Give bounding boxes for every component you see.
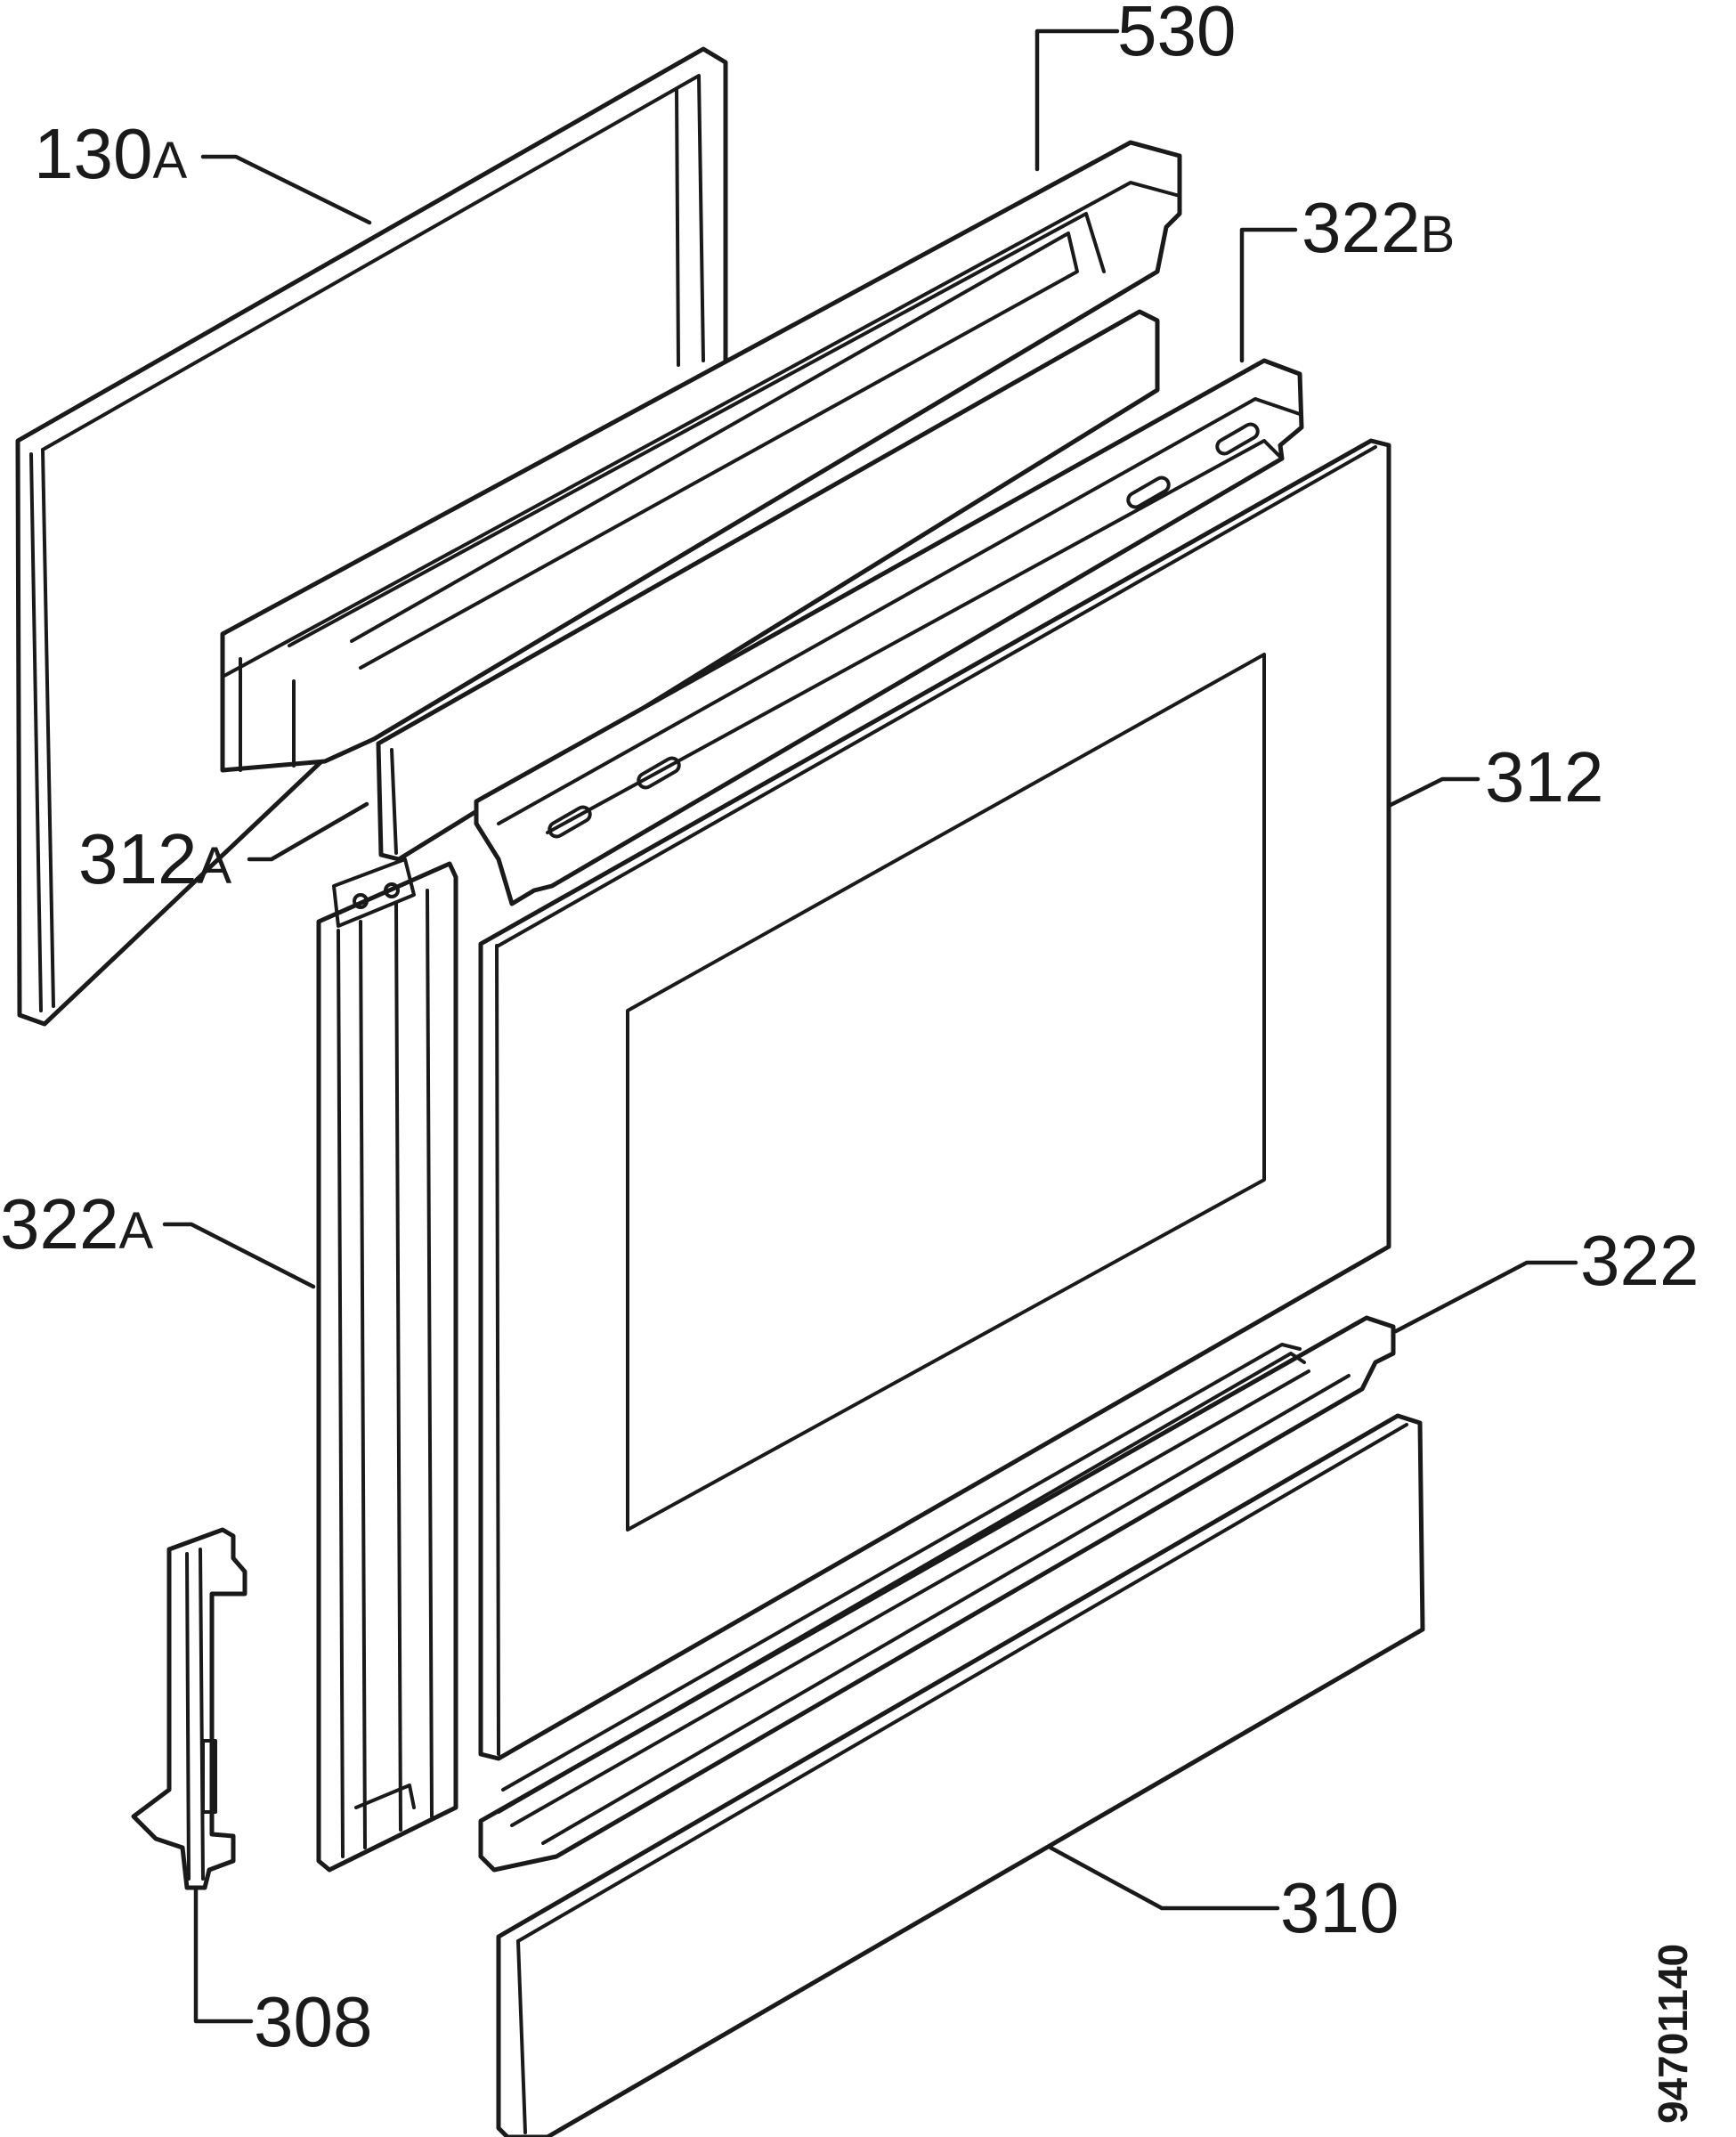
callout-312a: 312A [78,819,231,898]
callout-322: 322 [1580,1221,1699,1300]
part-312-outer-glass[interactable] [478,438,1391,1761]
leader-310 [1048,1845,1280,1911]
leader-312a [247,801,369,862]
callout-322a: 322A [0,1184,153,1264]
leader-lines [162,28,1578,2024]
callout-312: 312 [1485,737,1603,817]
callout-308: 308 [254,1982,372,2061]
leader-322b [1239,227,1298,363]
callout-530: 530 [1117,0,1236,70]
callout-130a: 130A [34,114,187,193]
leader-322a [162,1222,316,1289]
leader-530 [1034,28,1120,172]
part-322-lower-bracket[interactable] [478,1315,1396,1873]
part-322a-side-profile[interactable] [316,857,458,1873]
part-308-hinge[interactable] [131,1527,247,1890]
part-310-bottom-trim[interactable] [496,1413,1425,2137]
leader-308 [193,1885,254,2024]
leader-130a [200,154,372,225]
part-312a-inner-glass[interactable] [376,309,1160,862]
part-530-top-trim[interactable] [220,140,1182,773]
callout-310: 310 [1280,1868,1399,1947]
callout-322b: 322B [1302,188,1455,267]
part-130a-seal[interactable] [15,46,728,1027]
leader-312 [1386,776,1480,808]
leader-322 [1393,1260,1578,1334]
part-322b-upper-bracket[interactable] [474,358,1304,906]
drawing-number: 94701140 [1650,1944,1696,2124]
